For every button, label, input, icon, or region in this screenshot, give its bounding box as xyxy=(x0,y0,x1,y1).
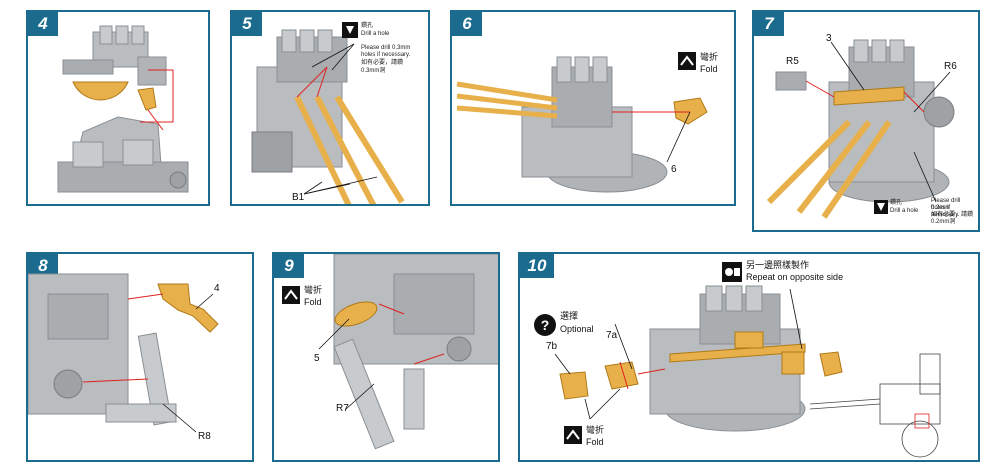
drill-icon xyxy=(874,200,888,214)
fold-label-cn: 彎折 xyxy=(304,285,323,295)
fold-label-cn: 彎折 xyxy=(586,425,605,435)
part-label-r7: R7 xyxy=(336,403,349,414)
drill-note-en-1: Please drill 0.2mm xyxy=(931,198,961,211)
drill-label-en: Drill a hole xyxy=(361,31,390,37)
drill-label-en: Drill a hole xyxy=(890,208,919,214)
part-label-r8: R8 xyxy=(198,431,211,442)
part-label-r5: R5 xyxy=(786,56,799,67)
drill-label-cn: 鑽孔 xyxy=(361,23,374,29)
fold-arrow-icon xyxy=(282,286,300,304)
fold-label-en: Fold xyxy=(700,64,718,74)
step-6-illustration xyxy=(456,56,708,193)
optional-label-cn: 選擇 xyxy=(560,311,579,321)
step-6-panel: 6 彎折 Fold 6 xyxy=(450,10,736,206)
step-4-illustration xyxy=(57,25,189,193)
drill-note-cn-1: 如有必要，請鑽 xyxy=(361,60,404,66)
step-4-panel: 4 xyxy=(26,10,210,206)
step-8-panel: 8 4 R8 xyxy=(26,252,254,462)
fold-label-en: Fold xyxy=(304,297,322,307)
part-label-5: 5 xyxy=(314,353,320,364)
drill-note-cn-2: 0.3mm洞 xyxy=(361,68,386,74)
step-9-illustration xyxy=(318,254,498,450)
step-number: 6 xyxy=(452,12,482,36)
step-10-illustration xyxy=(554,285,941,458)
step-9-panel: 9 彎折 Fold 5 R7 xyxy=(272,252,500,462)
step-7-panel: 7 R5 3 R6 鑽孔 Drill a hole Please drill 0… xyxy=(752,10,980,232)
drill-icon xyxy=(342,22,358,38)
mirror-icon xyxy=(722,262,742,282)
step-number: 5 xyxy=(232,12,262,36)
fold-arrow-icon xyxy=(678,52,696,70)
part-label-6: 6 xyxy=(671,164,677,175)
fold-arrow-icon xyxy=(564,426,582,444)
part-label-3: 3 xyxy=(826,33,832,44)
repeat-label-en: Repeat on opposite side xyxy=(746,272,844,282)
optional-label-en: Optional xyxy=(560,324,594,334)
drill-note-en-2: holes if necessary. xyxy=(361,52,411,58)
step-number: 9 xyxy=(274,254,304,278)
drill-note-en-1: Please drill 0.3mm xyxy=(361,45,411,51)
question-icon: ? xyxy=(534,314,556,336)
drill-label-cn: 鑽孔 xyxy=(890,200,903,206)
step-5-panel: 5 鑽孔 Drill a hole Please drill 0.3mm hol… xyxy=(230,10,430,206)
drill-note-cn-2: 0.2mm洞 xyxy=(931,219,956,225)
repeat-label-cn: 另一邊照樣製作 xyxy=(746,260,810,270)
step-8-illustration xyxy=(28,273,219,433)
step-number: 7 xyxy=(754,12,784,36)
part-label-7a: 7a xyxy=(606,330,618,341)
part-label-7b: 7b xyxy=(546,341,558,352)
fold-label-en: Fold xyxy=(586,437,604,447)
part-label-b1: B1 xyxy=(292,192,305,203)
reference-sketch xyxy=(809,353,941,458)
part-label-4: 4 xyxy=(214,283,220,294)
step-number: 4 xyxy=(28,12,58,36)
step-5-illustration xyxy=(251,29,405,204)
drill-note-en-2: holes if necessary. xyxy=(931,205,960,218)
step-10-panel: 10 另一邊照樣製作 Repeat xyxy=(518,252,980,462)
part-label-r6: R6 xyxy=(944,61,957,72)
fold-label-cn: 彎折 xyxy=(700,52,719,62)
step-7-illustration xyxy=(766,39,955,219)
drill-note-cn-1: 如有必要，請鑽 xyxy=(931,212,974,218)
step-number: 10 xyxy=(520,254,554,278)
